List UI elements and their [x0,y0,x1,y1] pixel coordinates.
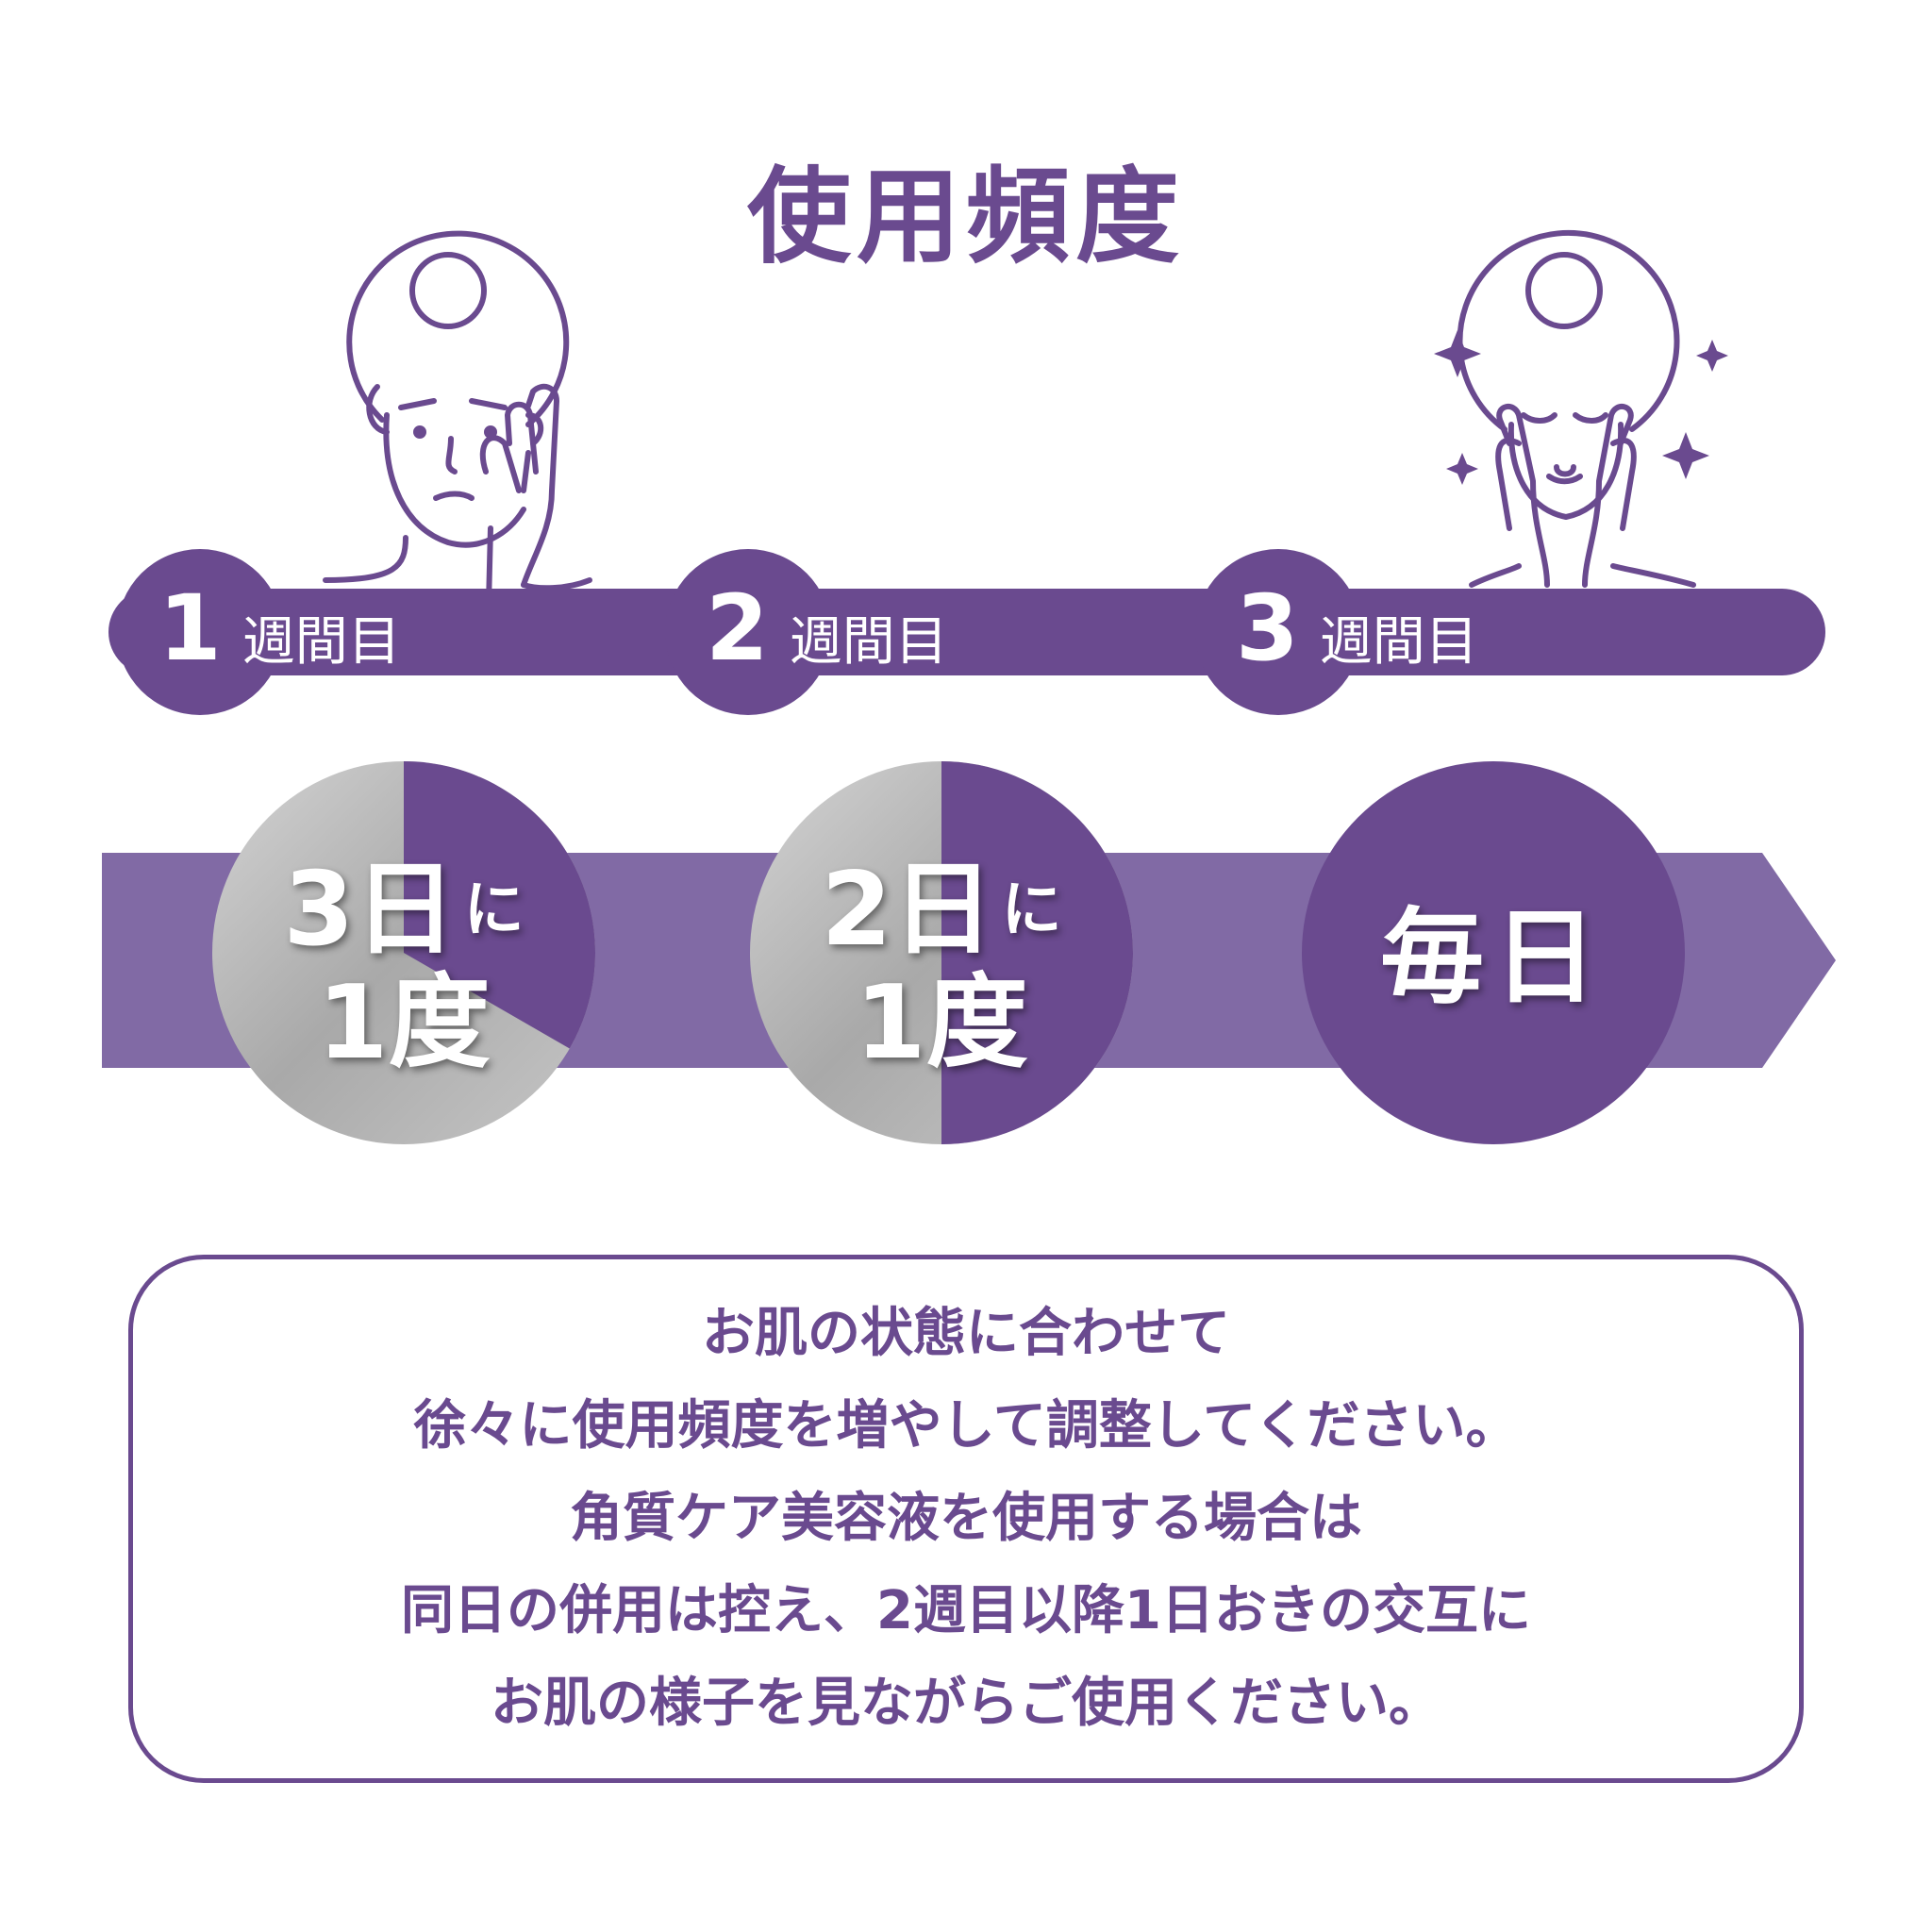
note-line-2: 徐々に使用頻度を増やして調整してください。 [413,1395,1519,1457]
week-3-text: 週間目 [1319,611,1478,673]
frequency-pie-3 [1302,761,1685,1144]
woman-glowing-icon [1457,229,1696,588]
week-3-number: 3 [1236,575,1299,681]
frequency-pie-2 [750,761,1133,1144]
frequency-2-suffix: に [1001,875,1062,945]
frequency-pie-1 [212,761,595,1144]
week-3-label: 3 週間目 [1236,575,1478,681]
week-timeline-bar [108,549,1825,715]
week-1-label: 1 週間目 [158,575,401,681]
note-line-3: 角質ケア美容液を使用する場合は [570,1488,1362,1549]
sparkle-icon [1434,330,1728,485]
woman-concerned-icon [323,230,592,607]
frequency-2-line1: 2日 [821,851,994,969]
note-line-5: お肌の様子を見ながらご使用ください。 [491,1673,1441,1734]
note-line-4: 同日の併用は控え、2週目以降1日おきの交互に [401,1580,1531,1641]
week-2-text: 週間目 [789,611,948,673]
frequency-2-line2: 1度 [855,964,1028,1082]
frequency-3-text: 毎日 [1380,897,1607,1018]
week-2-label: 2 週間目 [706,575,948,681]
frequency-1-text: 3日に 1度 [253,854,555,1080]
note-line-1: お肌の状態に合わせて [702,1303,1230,1364]
frequency-2-text: 2日に 1度 [791,854,1092,1080]
page-title: 使用頻度 [747,157,1185,277]
week-1-number: 1 [158,575,222,681]
frequency-1-line1: 3日 [283,851,457,969]
week-1-text: 週間目 [242,611,401,673]
frequency-1-line2: 1度 [317,964,491,1082]
frequency-1-suffix: に [463,875,525,945]
usage-note-box: お肌の状態に合わせて 徐々に使用頻度を増やして調整してください。 角質ケア美容液… [128,1255,1804,1783]
week-2-number: 2 [706,575,769,681]
